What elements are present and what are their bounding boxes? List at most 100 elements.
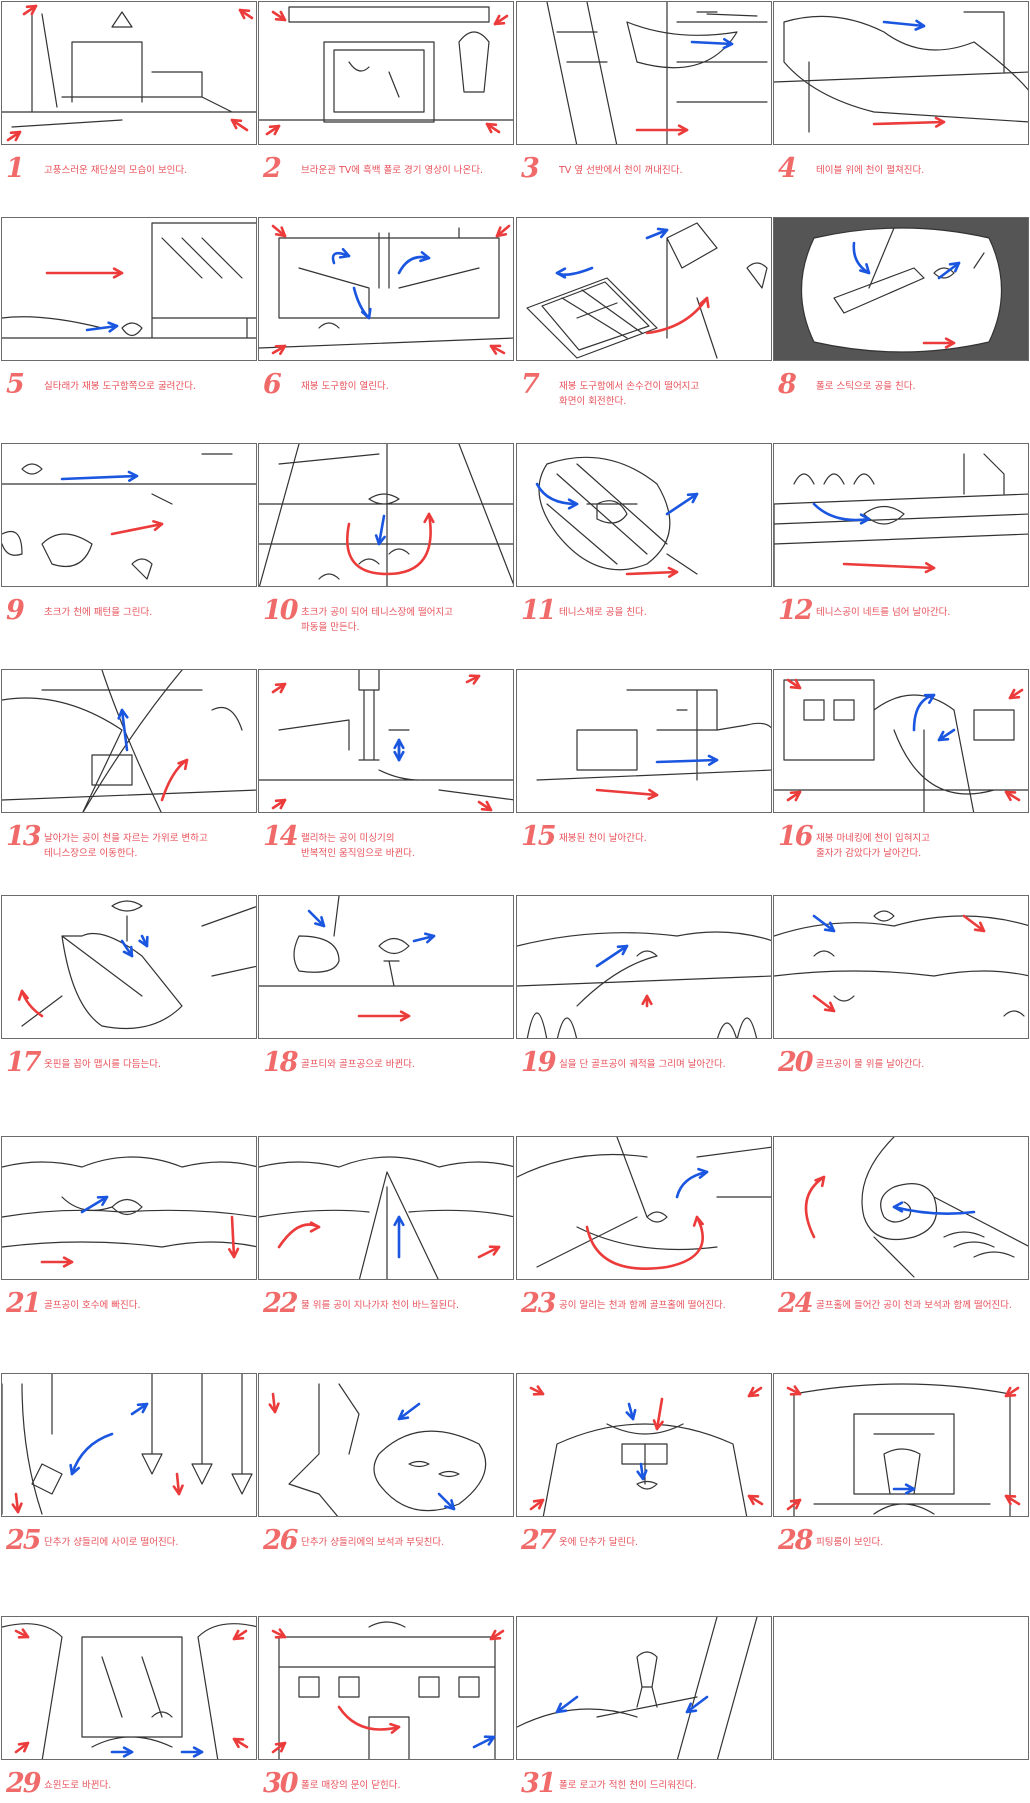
- frame-caption: 랠리하는 공이 미싱기의 반복적인 움직임으로 바뀐다.: [301, 833, 415, 859]
- storyboard-frame-14: [258, 669, 514, 813]
- frame-caption: 골프티와 골프공으로 바뀐다.: [301, 1059, 415, 1070]
- storyboard-frame-23: [516, 1136, 772, 1280]
- sketch-illustration: [801, 227, 1002, 353]
- sketch-illustration: [536, 689, 771, 800]
- frame-caption: 실타래가 재봉 도구함쪽으로 굴려간다.: [44, 381, 196, 392]
- storyboard-frame-18: [258, 895, 514, 1039]
- frame-caption: TV 옆 선반에서 천이 꺼내진다.: [559, 165, 683, 176]
- frame-caption: 공이 말리는 천과 함께 골프홀에 떨어진다.: [559, 1300, 726, 1311]
- storyboard-frame-27: [516, 1373, 772, 1517]
- sketch-illustration: [517, 1137, 771, 1270]
- sketch-illustration: [2, 1623, 256, 1759]
- storyboard-frame-10: [258, 443, 514, 587]
- storyboard-frame-6: [258, 217, 514, 361]
- storyboard-frame-25: [1, 1373, 257, 1517]
- storyboard-frame-17: [1, 895, 257, 1039]
- frame-caption: 골프공이 물 위를 날아간다.: [816, 1059, 925, 1070]
- sketch-illustration: [774, 453, 1028, 586]
- storyboard-frame-12: [773, 443, 1029, 587]
- storyboard-frame-4: [773, 1, 1029, 145]
- storyboard-frame-20: [773, 895, 1029, 1039]
- sketch-illustration: [529, 1385, 764, 1516]
- sketch-illustration: [259, 444, 513, 586]
- frame-number: 20: [778, 1047, 814, 1078]
- frame-number: 24: [778, 1288, 814, 1319]
- storyboard-frame-5: [1, 217, 257, 361]
- sketch-illustration: [2, 222, 256, 339]
- frame-number: 11: [521, 595, 557, 626]
- frame-caption: 재봉 마네킹에 천이 입혀지고 줄자가 감았다가 날아간다.: [816, 833, 930, 859]
- storyboard-frame-8: [773, 217, 1029, 361]
- frame-number: 29: [6, 1768, 42, 1799]
- frame-number: 19: [521, 1047, 557, 1078]
- sketch-illustration: [535, 456, 699, 578]
- storyboard-frame-7: [516, 217, 772, 361]
- frame-number: 21: [6, 1288, 42, 1319]
- sketch-illustration: [259, 670, 513, 812]
- storyboard-frame-1: [1, 1, 257, 145]
- storyboard-frame-2: [258, 1, 514, 145]
- frame-caption: 쇼윈도로 바뀐다.: [44, 1780, 112, 1791]
- storyboard-frame-30: [258, 1616, 514, 1760]
- sketch-illustration: [271, 1621, 505, 1759]
- frame-caption: 테이블 위에 천이 펼쳐진다.: [816, 165, 925, 176]
- sketch-illustration: [526, 222, 768, 359]
- frame-number: 15: [521, 821, 557, 852]
- frame-caption: 재봉 도구함에서 손수건이 떨어지고 화면이 회전한다.: [559, 381, 700, 407]
- frame-caption: 브라운관 TV에 흑백 폴로 경기 영상이 나온다.: [301, 165, 484, 176]
- frame-number: 16: [778, 821, 814, 852]
- storyboard-frame-9: [1, 443, 257, 587]
- frame-number: 26: [263, 1525, 299, 1556]
- frame-caption: 물 위를 공이 지나가자 천이 바느질된다.: [301, 1300, 459, 1311]
- frame-caption: 날아가는 공이 천을 자르는 가위로 변하고 테니스장으로 이동한다.: [44, 833, 208, 859]
- storyboard-frame-3: [516, 1, 772, 145]
- storyboard-frame-31: [516, 1616, 772, 1760]
- sketch-illustration: [259, 896, 513, 1022]
- frame-caption: 피팅룸이 보인다.: [816, 1537, 884, 1548]
- sketch-illustration: [517, 931, 771, 1038]
- sketch-illustration: [2, 670, 256, 812]
- frame-caption: 재봉된 천이 날아간다.: [559, 833, 647, 844]
- sketch-illustration: [17, 900, 256, 1029]
- frame-number: 9: [6, 595, 25, 626]
- frame-number: 5: [6, 369, 25, 400]
- sketch-illustration: [2, 4, 256, 142]
- storyboard-frame-22: [258, 1136, 514, 1280]
- frame-number: 27: [521, 1525, 557, 1556]
- frame-caption: 초크가 공이 되어 테니스장에 떨어지고 파동을 만든다.: [301, 607, 453, 633]
- frame-number: 3: [521, 153, 540, 184]
- sketch-illustration: [546, 2, 768, 144]
- frame-number: 10: [263, 595, 299, 626]
- frame-caption: 폴로 매장의 문이 닫힌다.: [301, 1780, 401, 1791]
- sketch-illustration: [2, 1374, 253, 1515]
- sketch-illustration: [259, 224, 513, 356]
- sketch-illustration: [774, 910, 1028, 1017]
- frame-number: 22: [263, 1288, 299, 1319]
- frame-number: 31: [521, 1768, 557, 1799]
- frame-number: 6: [263, 369, 282, 400]
- storyboard-frame-28: [773, 1373, 1029, 1517]
- storyboard-frame-16: [773, 669, 1029, 813]
- sketch-illustration: [268, 1383, 487, 1516]
- frame-caption: 폴로 스틱으로 공을 친다.: [816, 381, 916, 392]
- frame-number: 23: [521, 1288, 557, 1319]
- frame-caption: 실을 단 골프공이 궤적을 그리며 날아간다.: [559, 1059, 726, 1070]
- frame-caption: 초크가 천에 패턴을 그린다.: [44, 607, 153, 618]
- sketch-illustration: [786, 1383, 1021, 1516]
- storyboard-frame-21: [1, 1136, 257, 1280]
- frame-caption: 고풍스러운 재단실의 모습이 보인다.: [44, 165, 188, 176]
- frame-number: 30: [263, 1768, 299, 1799]
- frame-caption: 테니스공이 네트를 넘어 날아간다.: [816, 607, 951, 618]
- frame-caption: 단추가 샹들리에의 보석과 부딪친다.: [301, 1537, 445, 1548]
- frame-number: 2: [263, 153, 282, 184]
- sketch-illustration: [804, 1137, 1028, 1278]
- frame-caption: 골프홀에 들어간 공이 천과 보석과 함께 떨어진다.: [816, 1300, 1012, 1311]
- frame-number: 25: [6, 1525, 42, 1556]
- frame-number: 28: [778, 1525, 814, 1556]
- frame-number: 4: [778, 153, 797, 184]
- sketch-illustration: [259, 1156, 513, 1279]
- frame-caption: 골프공이 호수에 빠진다.: [44, 1300, 141, 1311]
- frame-number: 1: [6, 153, 25, 184]
- frame-caption: 폴로 로고가 적힌 천이 드리워진다.: [559, 1780, 697, 1791]
- storyboard-frame-19: [516, 895, 772, 1039]
